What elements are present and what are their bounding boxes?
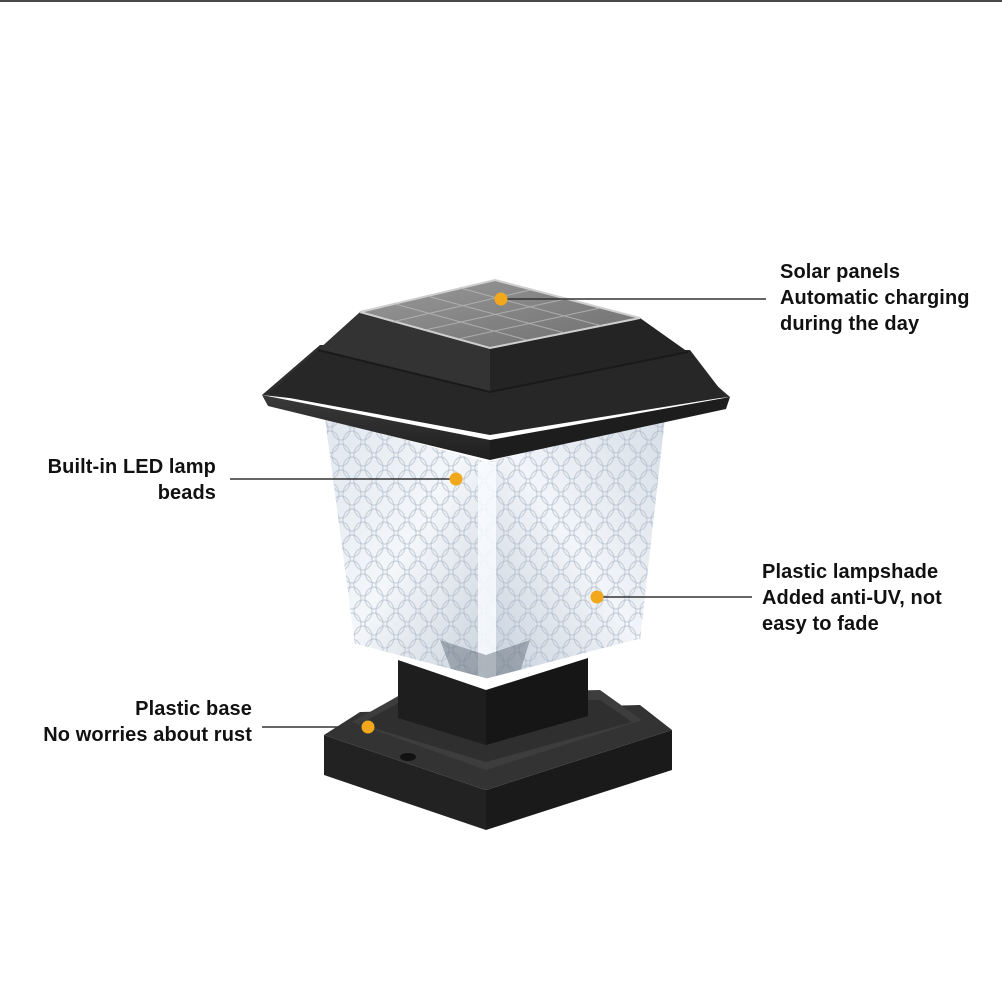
top-border [0,0,1002,2]
marker-dot-icon [449,472,463,486]
callout-title: Plastic base [135,698,252,720]
callout-lampshade-leader [590,590,752,604]
lampshade-shape [325,418,665,682]
lamp-neck-shape [398,658,588,745]
marker-dot-icon [494,292,508,306]
callout-title: Solar panels [780,261,901,283]
callout-solar-panels-leader [494,292,766,306]
callout-lampshade: Plastic lampshade Added anti-UV, not eas… [762,559,942,637]
callout-line: during the day [780,313,920,335]
callout-line: Automatic charging [780,287,970,309]
callout-line: No worries about rust [43,724,252,746]
callout-led-beads-leader [230,472,463,486]
callout-title: Plastic lampshade [762,561,939,583]
callout-solar-panels: Solar panels Automatic charging during t… [780,259,970,337]
marker-dot-icon [590,590,604,604]
callout-led-beads: Built-in LED lamp beads [48,454,216,506]
callout-line: easy to fade [762,613,879,635]
lamp-roof-shape [262,278,730,460]
callout-line: beads [157,482,216,504]
callout-plastic-base-leader [262,720,375,734]
marker-dot-icon [361,720,375,734]
callout-title: Built-in LED lamp [47,456,216,478]
callout-line: Added anti-UV, not [762,587,942,609]
callout-plastic-base: Plastic base No worries about rust [43,696,252,748]
